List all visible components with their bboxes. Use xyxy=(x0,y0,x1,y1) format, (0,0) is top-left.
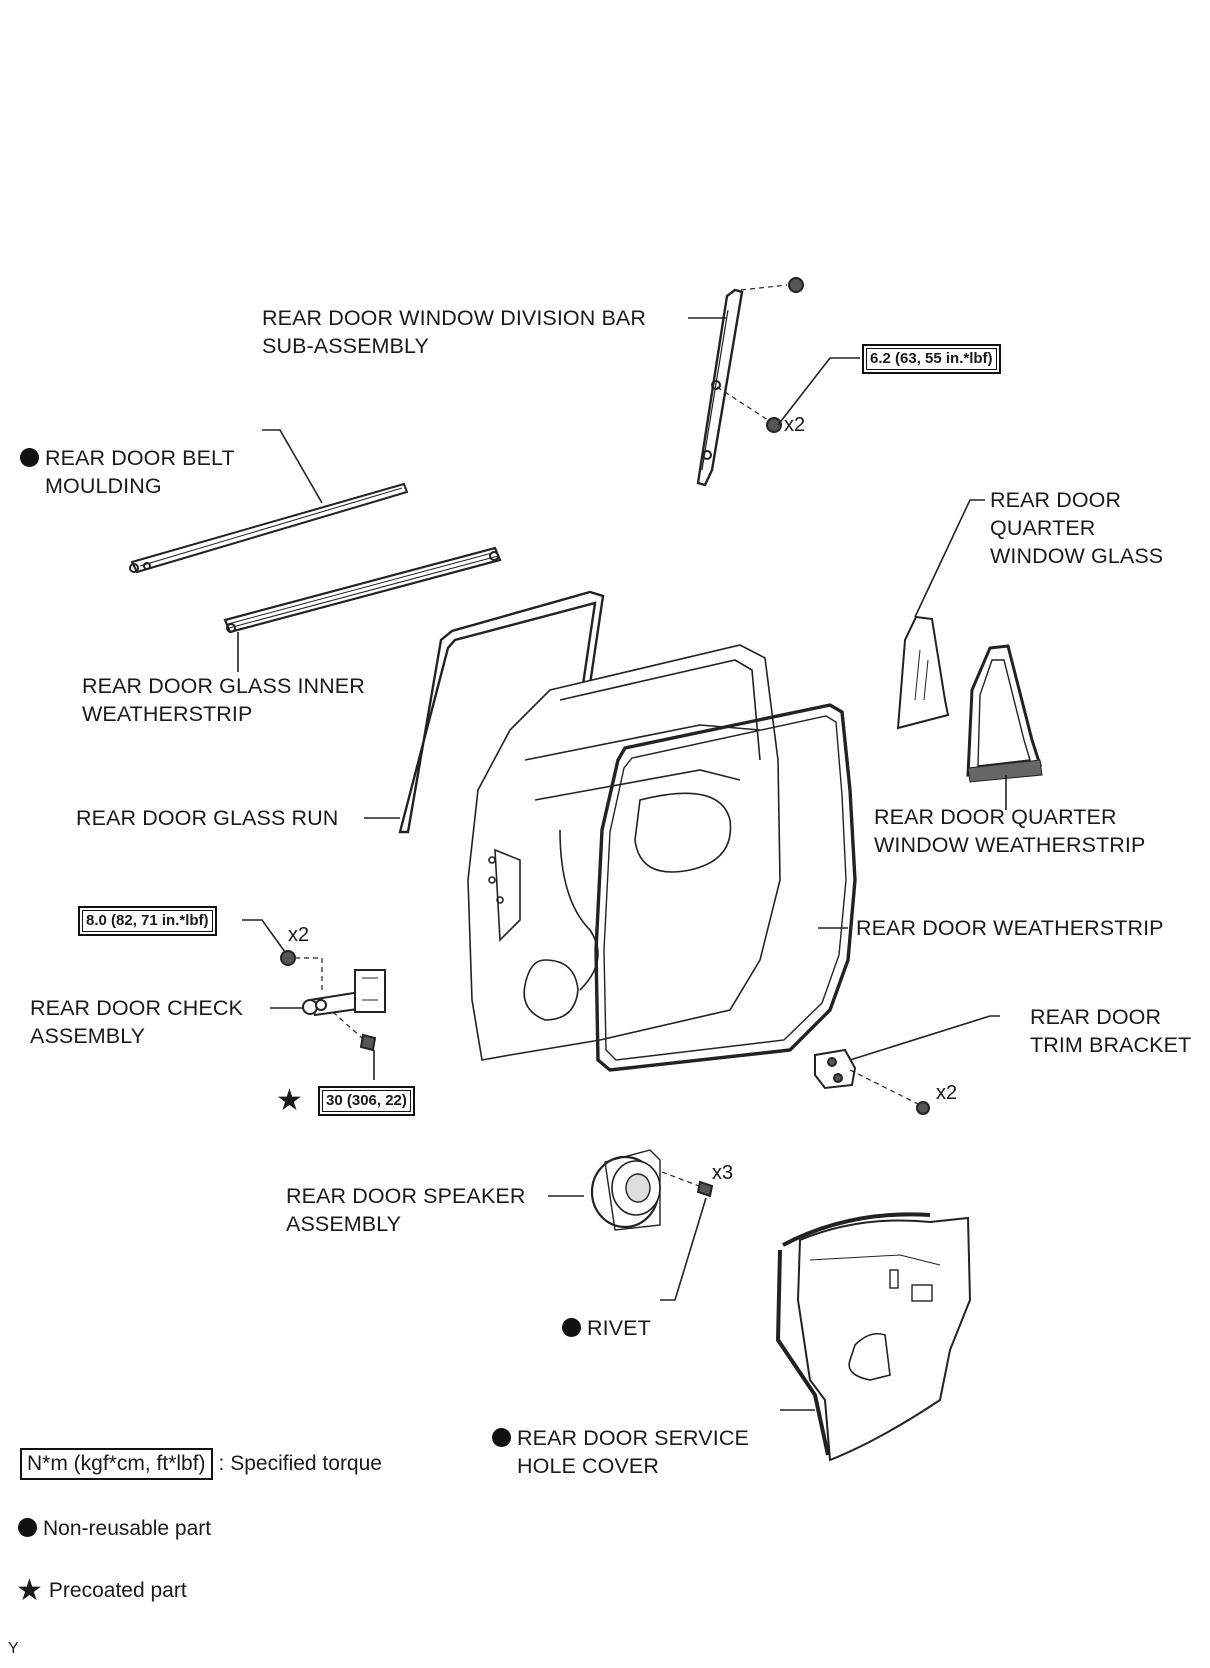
label-door-weatherstrip: REAR DOOR WEATHERSTRIP xyxy=(856,916,1164,940)
torque-check-upper: 8.0 (82, 71 in.*lbf) xyxy=(78,906,217,936)
check-bolt xyxy=(332,1011,377,1052)
precoated-star-icon: ★ xyxy=(276,1084,303,1117)
corner-mark: Y xyxy=(8,1640,19,1657)
quarter-window-weatherstrip-part xyxy=(966,644,1043,783)
division-bar-top-screw xyxy=(740,277,804,293)
division-bar-bolt xyxy=(716,386,782,433)
glass-inner-weatherstrip-part xyxy=(223,546,502,634)
label-glass-inner-weatherstrip: REAR DOOR GLASS INNER WEATHERSTRIP xyxy=(82,674,365,726)
non-reusable-mark xyxy=(20,448,39,467)
torque-division-bar: 6.2 (63, 55 in.*lbf) xyxy=(862,344,1001,374)
label-glass-run: REAR DOOR GLASS RUN xyxy=(76,806,339,830)
qty-check-bolts: x2 xyxy=(288,924,310,946)
quarter-window-glass-part xyxy=(896,615,950,730)
rear-door-shell xyxy=(467,644,781,1061)
non-reusable-mark xyxy=(492,1428,511,1447)
legend-torque: N*m (kgf*cm, ft*lbf): Specified torque xyxy=(20,1448,382,1480)
label-rivet: RIVET xyxy=(562,1286,651,1342)
qty-division-bar-bolts: x2 xyxy=(784,414,806,436)
label-trim-bracket: REAR DOOR TRIM BRACKET xyxy=(1030,1005,1192,1057)
division-bar-part xyxy=(696,288,744,487)
precoated-star-icon: ★ xyxy=(16,1574,43,1607)
service-hole-cover-part xyxy=(775,1212,972,1462)
label-belt-moulding: REAR DOOR BELT MOULDING xyxy=(20,416,235,500)
label-quarter-window-glass: REAR DOOR QUARTER WINDOW GLASS xyxy=(990,488,1164,568)
non-reusable-mark xyxy=(18,1518,37,1537)
label-quarter-window-weatherstrip: REAR DOOR QUARTER WINDOW WEATHERSTRIP xyxy=(874,805,1146,857)
label-service-hole-cover: REAR DOOR SERVICE HOLE COVER xyxy=(492,1396,749,1480)
qty-trim-bracket-screws: x2 xyxy=(936,1082,958,1104)
legend-non-reusable: Non-reusable part xyxy=(18,1514,211,1544)
speaker-rivet xyxy=(661,1171,714,1198)
legend-precoated: ★Precoated part xyxy=(16,1574,187,1607)
legend-torque-text: : Specified torque xyxy=(218,1452,382,1475)
legend-torque-box: N*m (kgf*cm, ft*lbf) xyxy=(20,1448,213,1480)
label-speaker-assembly: REAR DOOR SPEAKER ASSEMBLY xyxy=(286,1184,526,1236)
speaker-assembly-part xyxy=(590,1149,661,1231)
label-check-assembly: REAR DOOR CHECK ASSEMBLY xyxy=(30,996,243,1048)
door-weatherstrip-part xyxy=(594,703,857,1072)
belt-moulding-part xyxy=(129,482,409,574)
check-assembly-part xyxy=(302,969,386,1017)
check-nut xyxy=(280,950,296,966)
torque-check-lower: 30 (306, 22) xyxy=(318,1086,415,1116)
trim-bracket-screw xyxy=(916,1101,930,1115)
trim-bracket-part xyxy=(814,1048,857,1090)
non-reusable-mark xyxy=(562,1318,581,1337)
qty-speaker-rivets: x3 xyxy=(712,1162,734,1184)
label-division-bar: REAR DOOR WINDOW DIVISION BAR SUB-ASSEMB… xyxy=(262,306,646,358)
